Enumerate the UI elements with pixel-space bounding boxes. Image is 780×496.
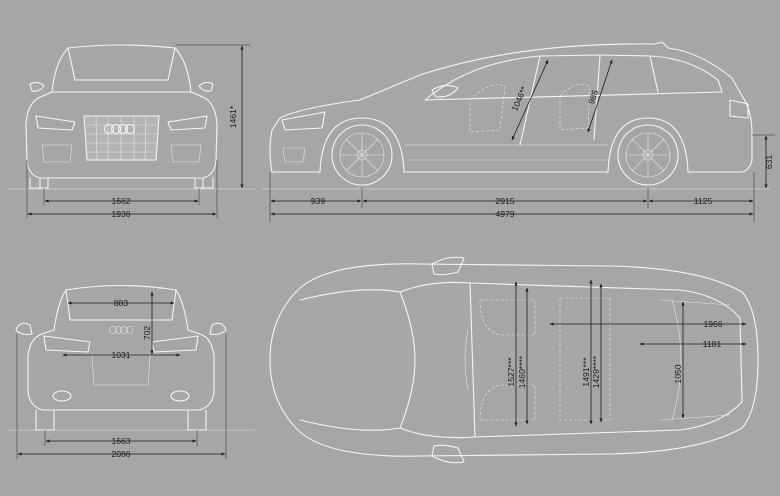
ground-clearance-label: 631 (764, 155, 774, 170)
top-left-mirror (431, 256, 465, 276)
rear-audi-rings-logo (109, 326, 134, 334)
rear-track-width-label: 1663 (111, 436, 130, 446)
overall-height-label: 1461* (228, 105, 238, 128)
top-view: 1527*** 1460**** 1491*** 1429**** 1966 1… (269, 256, 759, 464)
left-mirror (29, 81, 45, 92)
rear-wheel (617, 124, 679, 186)
front-headroom-dimension-line (511, 59, 549, 141)
rear-elbow-width-label: 1429**** (591, 355, 601, 388)
front-windshield (67, 47, 176, 81)
side-sill-lines (404, 144, 608, 161)
tailgate-width-label: 883 (114, 298, 129, 308)
loading-sill-width-label: 1031 (111, 350, 130, 360)
seat-layout (479, 297, 611, 421)
side-taillight (729, 99, 749, 119)
right-exhaust (170, 390, 190, 402)
seat-silhouettes (469, 84, 591, 133)
side-window-line (424, 54, 723, 101)
left-exhaust (52, 390, 72, 402)
front-track-width-label: 1662 (111, 196, 130, 206)
right-taillight (151, 335, 199, 353)
hood-outline (299, 289, 416, 431)
front-tires (29, 177, 214, 189)
front-overall-width-label: 1936 (111, 209, 130, 219)
top-body-outline (269, 263, 759, 457)
rear-mirrors (15, 322, 227, 336)
rear-headroom-dimension-line (587, 59, 613, 133)
rear-body-outline (27, 284, 215, 411)
front-wheel (331, 124, 393, 186)
cargo-area (659, 299, 731, 421)
right-mirror (198, 81, 214, 92)
roof-outline (469, 282, 743, 438)
wheelbase-label: 2915 (495, 196, 514, 206)
front-body-outline (25, 44, 218, 189)
left-taillight (43, 335, 91, 353)
overall-length-label: 4979 (495, 209, 514, 219)
rear-view: 883 702 1031 1663 2086 (8, 284, 255, 459)
front-shoulder-width-label: 1527*** (506, 357, 516, 387)
front-elbow-width-label: 1460**** (517, 355, 527, 388)
load-floor-length-label: 1181 (703, 339, 722, 349)
front-view: 1662 1936 1461* (8, 44, 255, 219)
side-mirror (431, 84, 459, 98)
front-air-intakes (41, 144, 202, 163)
front-wheel-arch (319, 117, 405, 173)
left-headlight (35, 115, 76, 131)
tailgate-height-label: 702 (142, 326, 152, 341)
rear-overhang-label: 1125 (694, 196, 713, 206)
rear-shoulder-width-label: 1491*** (581, 357, 591, 387)
top-right-mirror (431, 444, 465, 464)
rear-wheel-arch (607, 117, 689, 173)
side-front-intake (282, 147, 306, 163)
audi-rings-logo (103, 123, 136, 135)
front-overhang-label: 939 (311, 196, 326, 206)
load-floor-length-folded-label: 1966 (703, 319, 722, 329)
side-headlight (281, 111, 326, 131)
width-with-mirrors-label: 2086 (111, 449, 130, 459)
front-grille (83, 115, 160, 161)
rear-headroom-label: 985 (586, 88, 600, 105)
rear-tires (35, 409, 207, 431)
side-view: 1046** 985 631 939 2915 1125 4979 (262, 41, 775, 222)
steering-wheel (464, 329, 469, 391)
windshield-outline (399, 281, 476, 439)
wheel-arch-width-label: 1050 (673, 364, 683, 383)
rear-window (65, 289, 177, 321)
right-headlight (167, 115, 208, 131)
